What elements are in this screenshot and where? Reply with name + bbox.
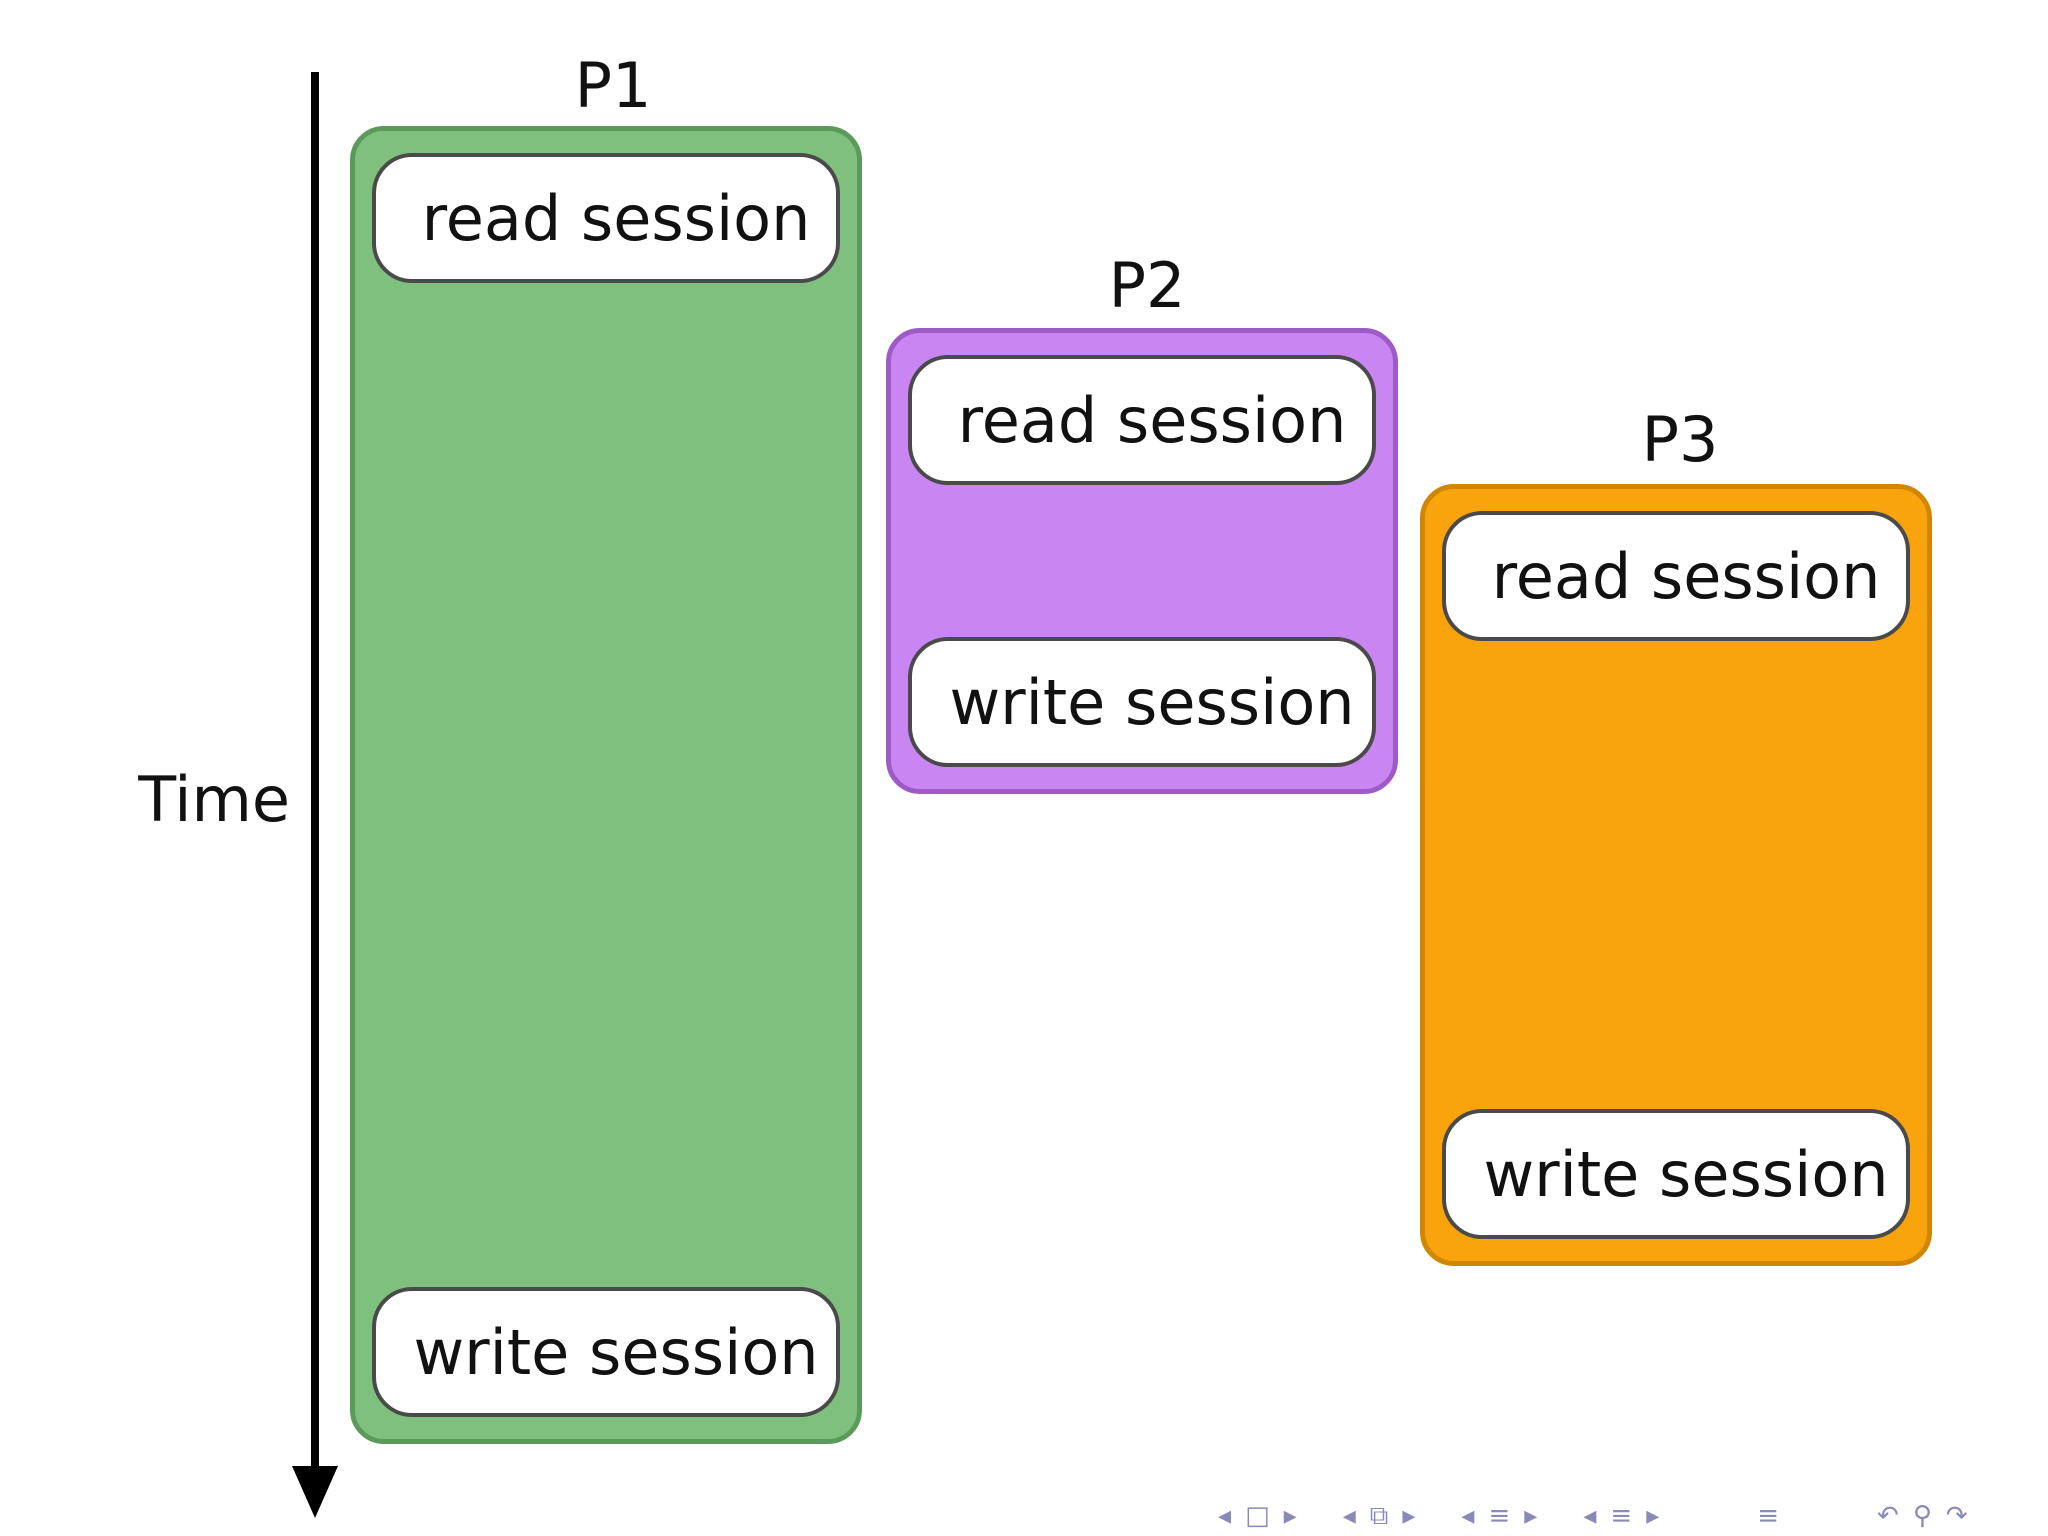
time-axis-line xyxy=(311,72,319,1472)
p1-read-session: read session xyxy=(372,153,840,283)
p2-write-session: write session xyxy=(908,637,1376,767)
subsection-icon[interactable]: ⧉ xyxy=(1369,1501,1389,1531)
process-block-p1: read session write session xyxy=(350,126,862,1444)
time-axis-label: Time xyxy=(138,763,290,836)
process-label-p2: P2 xyxy=(1108,249,1186,322)
back-icon[interactable]: ↶ xyxy=(1877,1501,1899,1531)
search-icon[interactable]: ⚲ xyxy=(1912,1501,1932,1531)
prev-section-group-icon[interactable]: ◂ xyxy=(1583,1501,1597,1531)
process-label-p3: P3 xyxy=(1641,403,1719,476)
prev-section-icon[interactable]: ◂ xyxy=(1461,1501,1475,1531)
next-subsection-icon[interactable]: ▸ xyxy=(1402,1501,1416,1531)
p3-write-session: write session xyxy=(1442,1109,1910,1239)
prev-subsection-icon[interactable]: ◂ xyxy=(1342,1501,1356,1531)
section-group-icon[interactable]: ≡ xyxy=(1610,1501,1633,1531)
slide-navigation: ◂ □ ▸ ◂ ⧉ ▸ ◂ ≡ ▸ ◂ ≡ ▸ ≡ ↶ ⚲ ↷ xyxy=(1218,1500,1968,1532)
forward-icon[interactable]: ↷ xyxy=(1945,1501,1968,1531)
next-section-group-icon[interactable]: ▸ xyxy=(1646,1501,1660,1531)
p2-read-session: read session xyxy=(908,355,1376,485)
section-icon[interactable]: ≡ xyxy=(1488,1501,1511,1531)
prev-slide-icon[interactable]: ◂ xyxy=(1218,1501,1232,1531)
toc-icon[interactable]: ≡ xyxy=(1757,1501,1780,1531)
next-section-icon[interactable]: ▸ xyxy=(1524,1501,1538,1531)
p1-write-session: write session xyxy=(372,1287,840,1417)
process-block-p3: read session write session xyxy=(1420,484,1932,1266)
time-axis-arrowhead xyxy=(292,1466,338,1518)
frame-icon[interactable]: □ xyxy=(1245,1501,1270,1531)
p3-read-session: read session xyxy=(1442,511,1910,641)
process-block-p2: read session write session xyxy=(886,328,1398,794)
process-label-p1: P1 xyxy=(574,49,652,122)
next-slide-icon[interactable]: ▸ xyxy=(1283,1501,1297,1531)
